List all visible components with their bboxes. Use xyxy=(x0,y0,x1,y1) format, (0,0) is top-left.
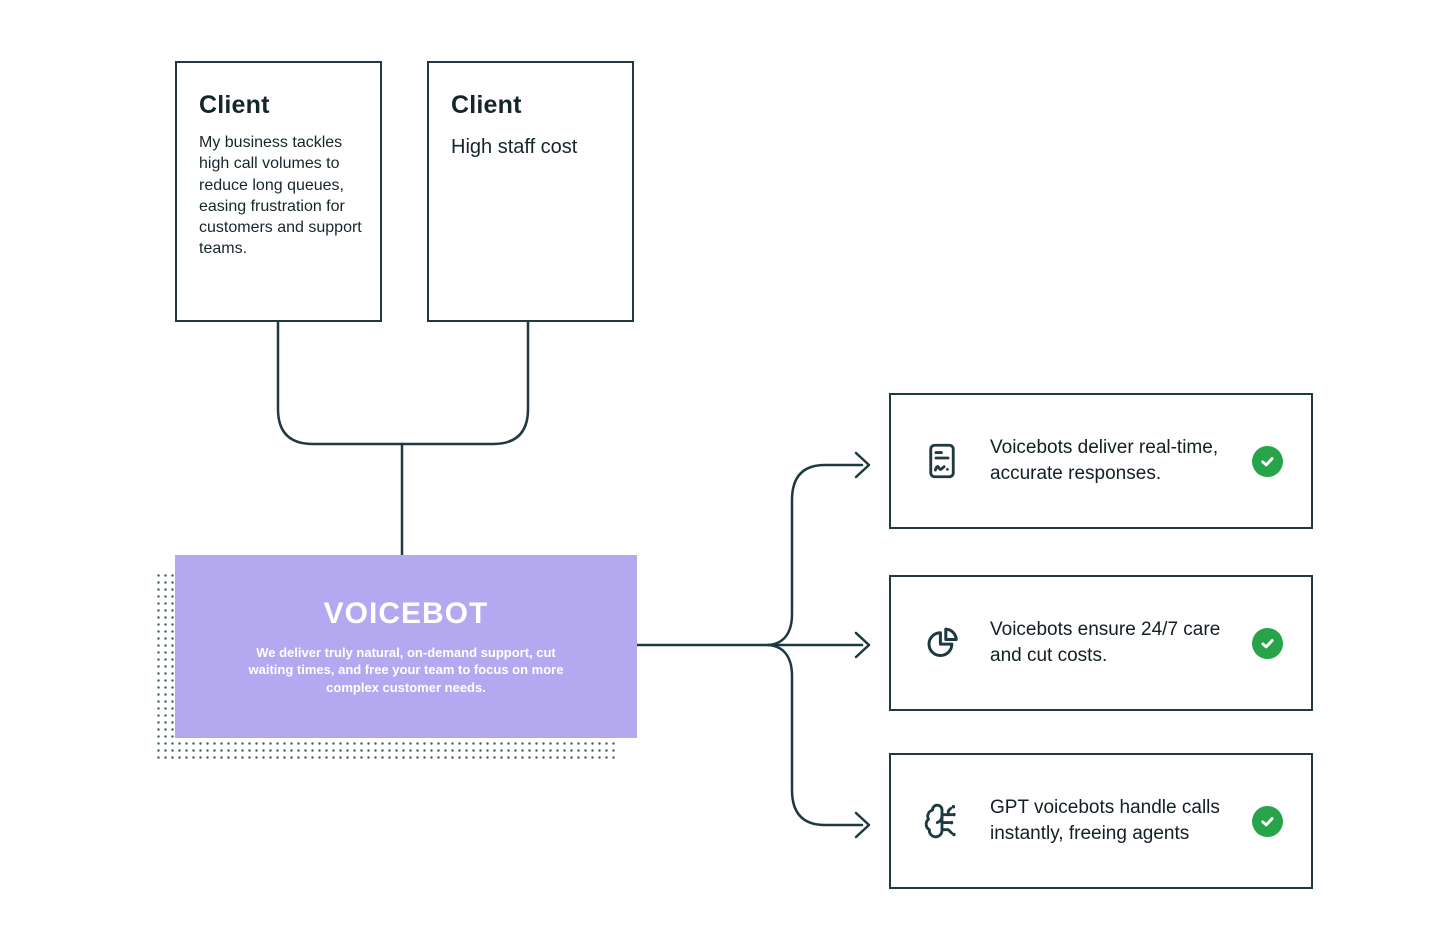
client-card-body: My business tackles high call volumes to… xyxy=(199,134,362,258)
check-icon xyxy=(1252,627,1283,659)
voicebot-node: VOICEBOT We deliver truly natural, on-de… xyxy=(175,555,637,738)
voicebot-description: We deliver truly natural, on-demand supp… xyxy=(248,645,564,695)
benefit-text: Voicebots ensure 24/7 care and cut costs… xyxy=(990,618,1221,666)
certificate-icon xyxy=(923,439,961,483)
client-card-2: Client High staff cost xyxy=(427,61,634,322)
arrowhead-mid xyxy=(854,631,871,659)
check-icon xyxy=(1252,805,1283,837)
check-icon xyxy=(1252,445,1283,477)
connector-top xyxy=(766,463,864,647)
benefit-card-1: Voicebots deliver real-time, accurate re… xyxy=(889,393,1313,529)
client-card-1: Client My business tackles high call vol… xyxy=(175,61,382,322)
benefit-text: Voicebots deliver real-time, accurate re… xyxy=(990,436,1219,484)
arrowhead-bottom xyxy=(854,811,871,839)
voicebot-title: VOICEBOT xyxy=(323,597,489,631)
benefit-card-2: Voicebots ensure 24/7 care and cut costs… xyxy=(889,575,1313,711)
client-card-body: High staff cost xyxy=(451,136,578,158)
client-card-title: Client xyxy=(199,91,270,119)
connector-bottom xyxy=(766,643,864,827)
arrowhead-top xyxy=(854,451,871,479)
benefit-text: GPT voicebots handle calls instantly, fr… xyxy=(990,796,1220,844)
client-card-title: Client xyxy=(451,91,522,119)
connector-client-left xyxy=(276,320,404,446)
pie-chart-icon xyxy=(923,621,961,665)
connector-client-right xyxy=(400,320,530,446)
brain-circuit-icon xyxy=(923,799,961,843)
benefit-card-3: GPT voicebots handle calls instantly, fr… xyxy=(889,753,1313,889)
